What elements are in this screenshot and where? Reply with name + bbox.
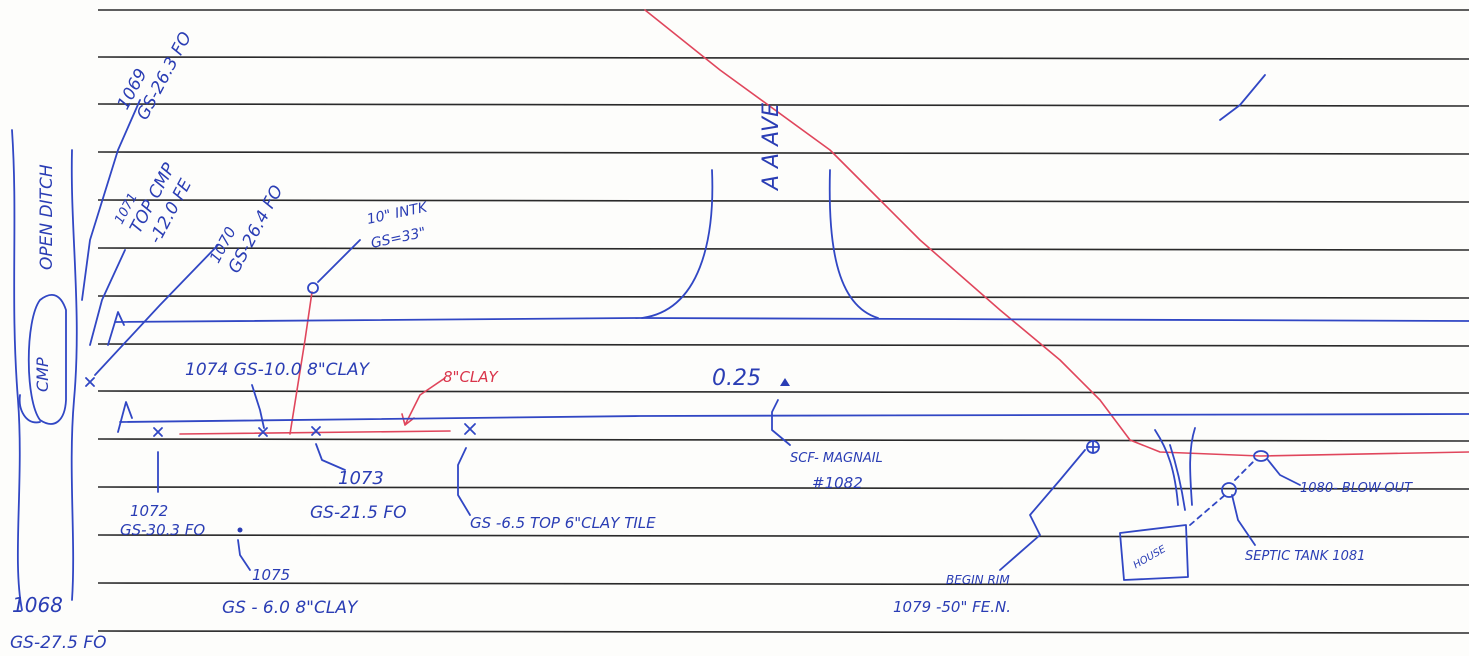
label-1069-group: 1069 GS-26.3 FO [114, 29, 196, 124]
x-marker-1073 [311, 426, 321, 436]
culvert-end-oval [18, 394, 41, 424]
leader-1071 [89, 249, 126, 346]
drive-curves [1154, 427, 1196, 511]
road-edge-lower [119, 413, 1469, 423]
label-begin-rim: BEGIN RIM [946, 573, 1010, 587]
intake-marker [307, 282, 319, 294]
leader-1070 [94, 244, 219, 376]
road-edge-tick-lower [117, 401, 133, 433]
side-street-left-curve [641, 169, 714, 319]
house-label: HOUSE [1132, 544, 1169, 572]
leader-intk [317, 239, 361, 283]
label-blow-out: 1080- BLOW-OUT [1300, 481, 1413, 496]
label-1073-value: GS-21.5 FO [310, 503, 407, 523]
street-label: A A AVE [759, 103, 784, 192]
label-1070-group: 1070 GS-26.4 FO [206, 182, 288, 277]
leader-begin-rim [999, 449, 1086, 571]
label-1072-value: GS-30.3 FO [120, 521, 205, 539]
triangle-0-25-marker [780, 378, 790, 386]
ruled-lines [97, 9, 1469, 634]
label-septic-tank: SEPTIC TANK 1081 [1245, 549, 1365, 564]
label-0-25: 0.25 [712, 366, 761, 391]
septic-tank-marker [1221, 482, 1237, 498]
label-scf-number: #1082 [812, 474, 863, 492]
label-scf-magnail: SCF- MAGNAIL [790, 451, 883, 466]
label-1073-id: 1073 [338, 468, 384, 489]
x-marker-1074 [258, 427, 268, 437]
red-pipe-riser [289, 291, 313, 435]
label-1068-id: 1068 [12, 593, 63, 617]
leader-1073 [315, 443, 346, 471]
x-marker-1070 [85, 377, 95, 387]
leader-blowout [1267, 459, 1301, 486]
leader-1075 [237, 539, 251, 571]
x-marker-1072 [153, 427, 163, 437]
ditch-edge-right [70, 149, 78, 601]
leader-1074 [251, 384, 265, 429]
open-ditch-label: OPEN DITCH [37, 164, 57, 270]
septic-dash-line [1189, 459, 1256, 526]
dot-1075 [237, 527, 243, 533]
leader-tile [457, 447, 471, 516]
leader-scf [771, 399, 791, 446]
red-road-line [644, 9, 1469, 457]
culvert-outline [27, 294, 67, 425]
label-clay-tile: GS -6.5 TOP 6"CLAY TILE [470, 514, 656, 532]
blowout-marker [1253, 450, 1269, 462]
leader-septic [1231, 494, 1256, 546]
label-1075-id: 1075 [252, 566, 290, 584]
road-edge-tick-upper [107, 311, 125, 346]
x-marker-tile [464, 423, 476, 435]
side-street-right-curve [828, 169, 879, 319]
label-1075-value: GS - 6.0 8"CLAY [222, 598, 359, 618]
label-8-clay-red: 8"CLAY [443, 368, 500, 386]
label-1072-id: 1072 [130, 502, 168, 520]
label-1079: 1079 -50" FE.N. [893, 598, 1011, 616]
label-1068-value: GS-27.5 FO [10, 633, 107, 653]
begin-rim-marker [1086, 440, 1100, 454]
road-edge-upper [114, 317, 1469, 323]
culvert-label: CMP [33, 357, 52, 392]
upper-right-scribble [1219, 74, 1266, 121]
house-box: HOUSE [1119, 524, 1189, 581]
label-1071-group: 1071 TOP CMP -12.0 FE [112, 159, 196, 247]
ditch-edge-left [11, 129, 23, 611]
label-1074: 1074 GS-10.0 8"CLAY [185, 360, 371, 380]
x-markers [85, 377, 476, 437]
leader-1069 [81, 99, 141, 301]
label-intake: 10" INTK [366, 199, 431, 228]
